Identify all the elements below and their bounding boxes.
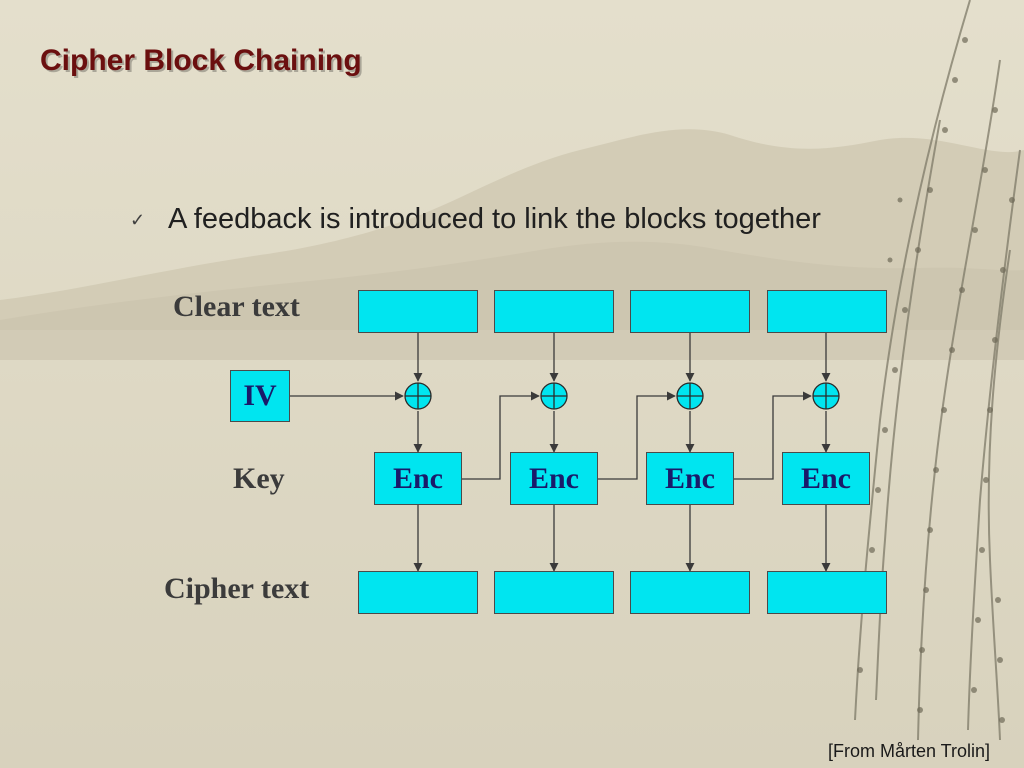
feedback-arrow-2 [598,391,676,480]
clear-text-label: Clear text [173,290,300,323]
cipher-text-label: Cipher text [164,572,310,605]
enc-block-3: Enc [646,452,734,505]
iv-block: IV [230,370,290,422]
xor-icon-2 [540,382,568,410]
slide-title: Cipher Block Chaining [40,44,362,77]
enc-block-1: Enc [374,452,462,505]
xor-icon-4 [812,382,840,410]
feedback-arrow-1 [462,391,540,480]
clear-text-block-1 [358,290,478,333]
checkmark-icon: ✓ [130,209,146,230]
bullet-item: ✓ A feedback is introduced to link the bl… [130,203,821,236]
cipher-text-block-2 [494,571,614,614]
willow-branches [854,0,1021,741]
willow-leaves [857,37,1015,723]
bullet-text: A feedback is introduced to link the blo… [168,203,821,235]
cipher-text-block-4 [767,571,887,614]
xor-icon-1 [404,382,432,410]
clear-text-block-3 [630,290,750,333]
cipher-text-block-3 [630,571,750,614]
xor-icon-3 [676,382,704,410]
source-credit: [From Mårten Trolin] [827,741,990,761]
enc-block-2: Enc [510,452,598,505]
feedback-arrow-3 [734,391,812,480]
clear-text-block-2 [494,290,614,333]
cipher-text-block-1 [358,571,478,614]
enc-block-4: Enc [782,452,870,505]
clear-text-block-4 [767,290,887,333]
key-label: Key [233,462,285,495]
